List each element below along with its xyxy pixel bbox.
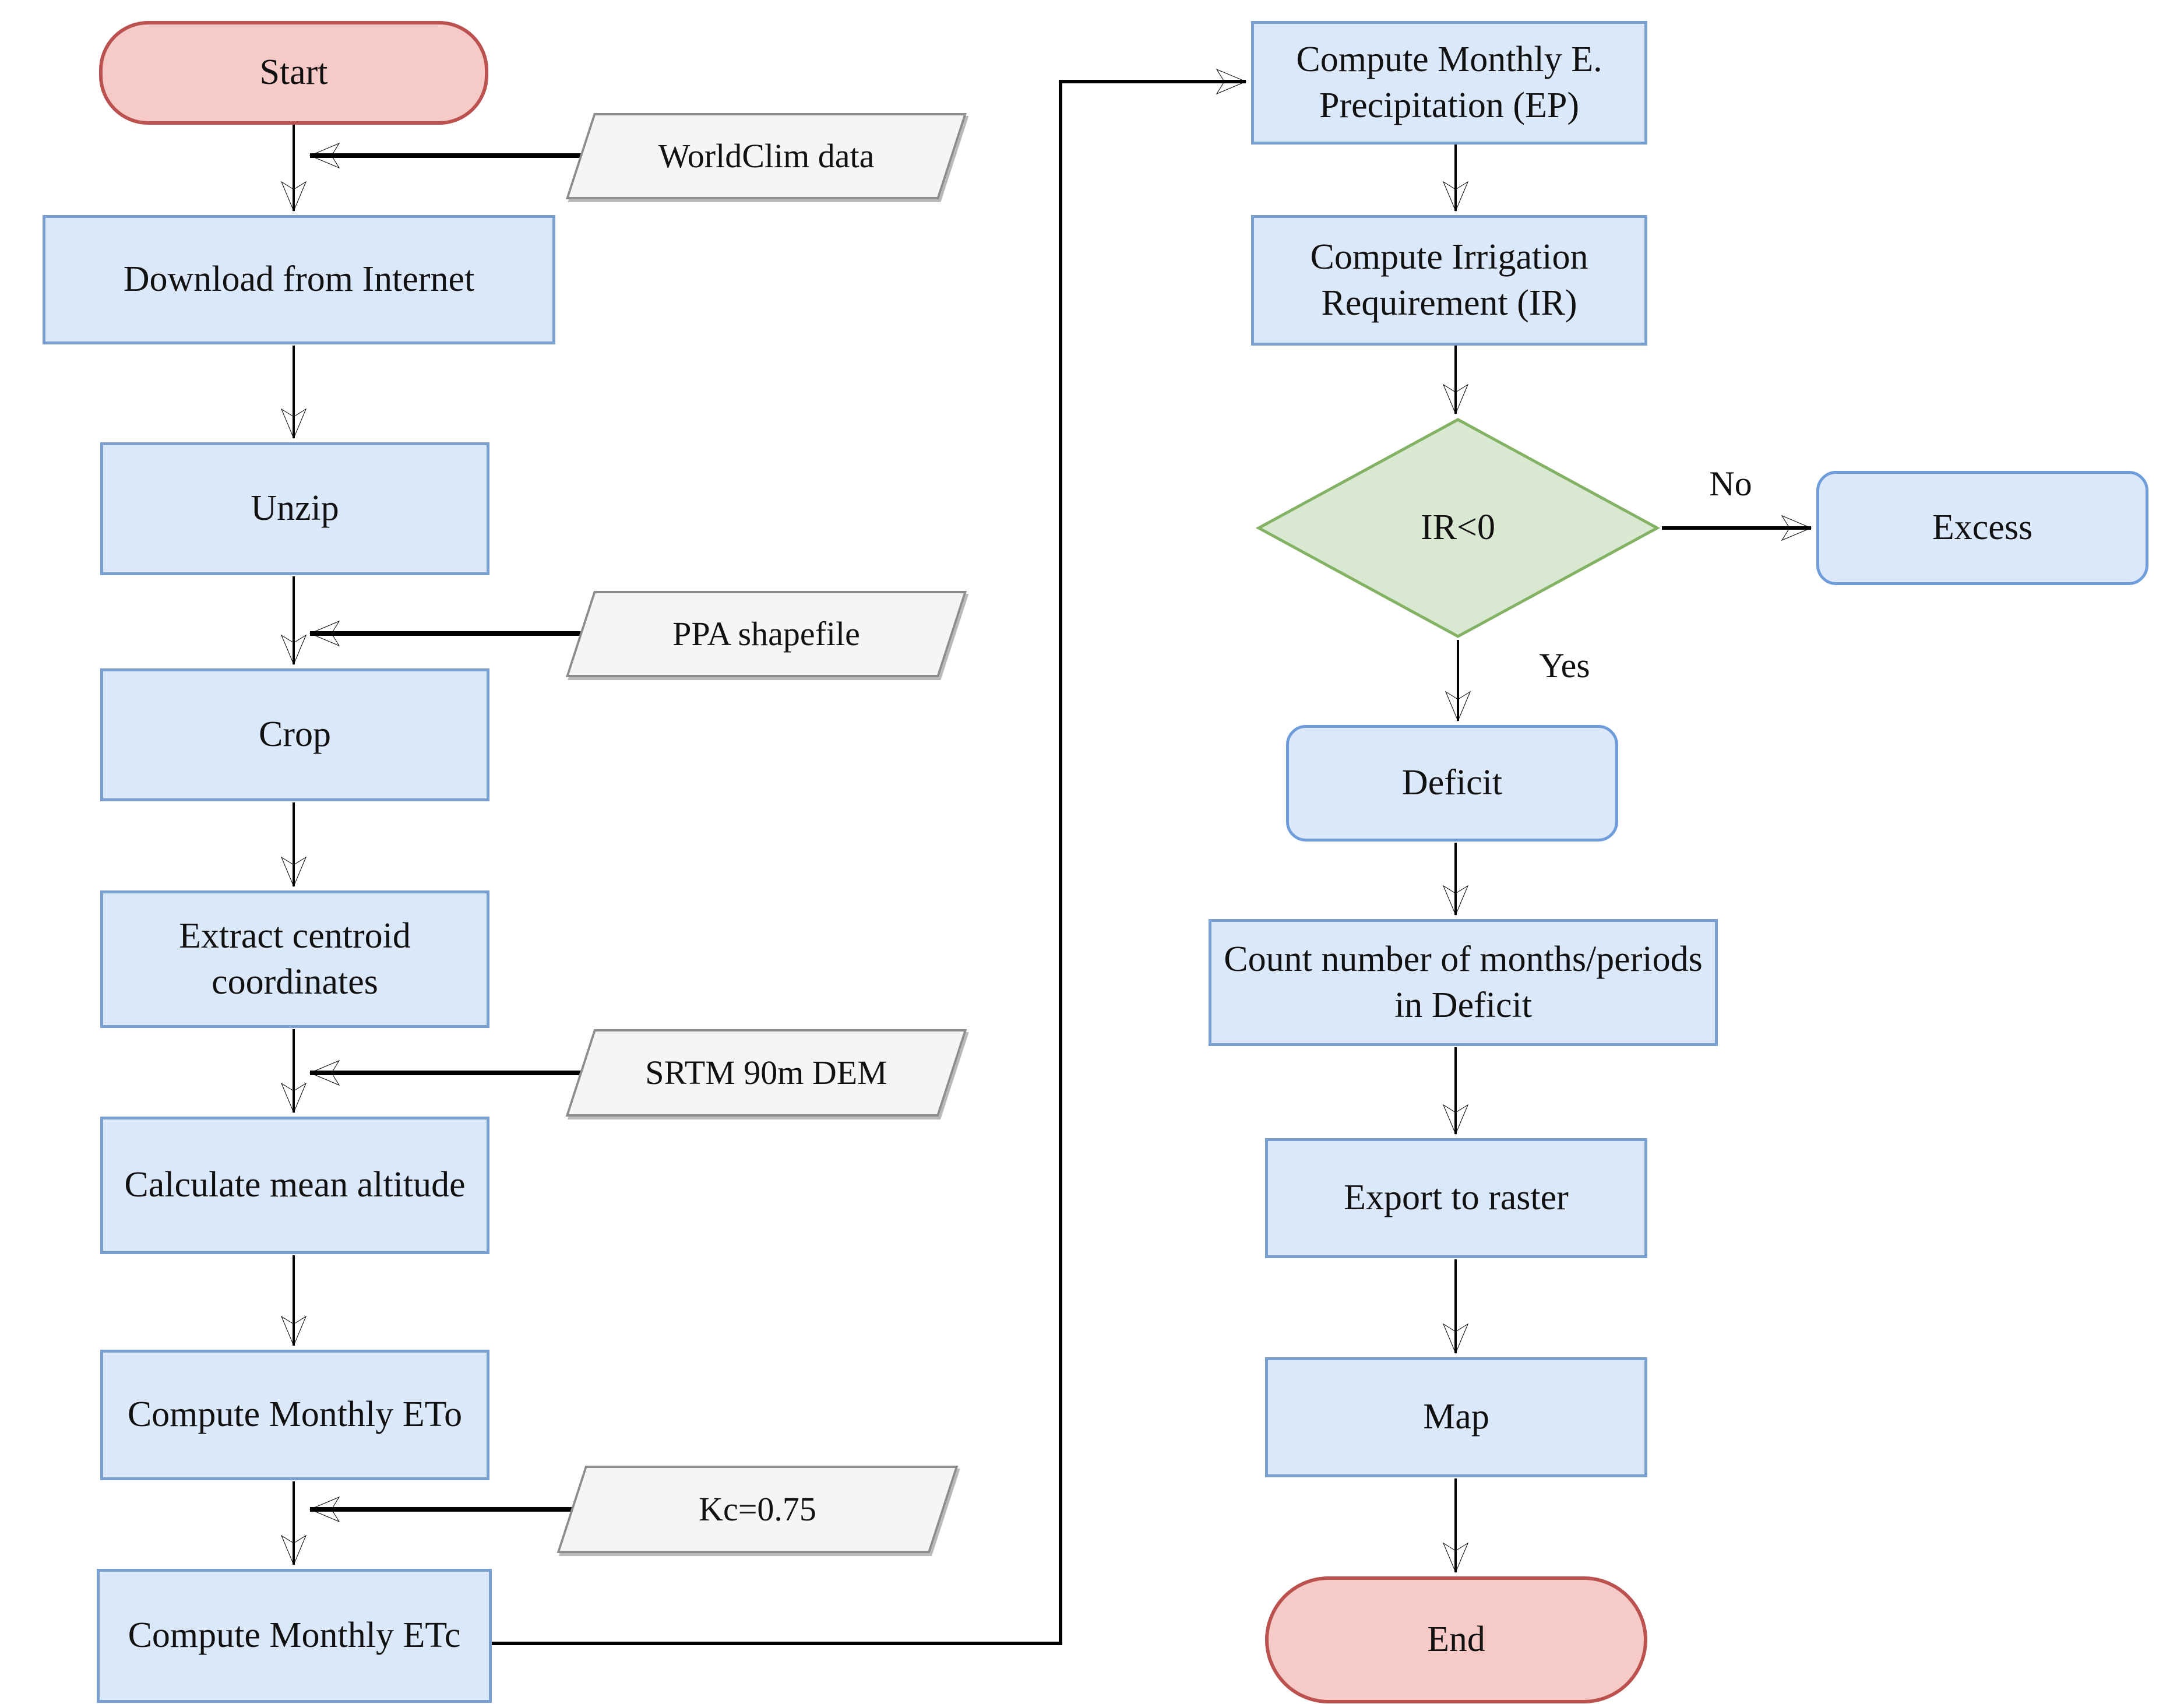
node-crop-label: Crop (259, 714, 331, 755)
node-etc: Compute Monthly ETc (97, 1569, 492, 1703)
node-export: Export to raster (1265, 1138, 1647, 1258)
node-altitude-label: Calculate mean altitude (124, 1165, 466, 1205)
node-eto-label: Compute Monthly ETo (127, 1395, 463, 1435)
node-export-label: Export to raster (1344, 1178, 1569, 1218)
node-etc-label: Compute Monthly ETc (128, 1615, 461, 1656)
node-ir-label: Compute Irrigation Requirement (IR) (1310, 237, 1588, 323)
node-altitude: Calculate mean altitude (100, 1117, 489, 1254)
node-start-label: Start (259, 52, 328, 93)
node-eto: Compute Monthly ETo (100, 1350, 489, 1480)
node-unzip-label: Unzip (251, 488, 339, 529)
node-worldclim-label: WorldClim data (658, 136, 875, 175)
node-crop: Crop (100, 668, 489, 801)
node-kc: Kc=0.75 (571, 1466, 944, 1553)
node-decision-label: IR<0 (1421, 508, 1495, 548)
edge-label-no: No (1709, 464, 1752, 503)
node-deficit: Deficit (1286, 725, 1618, 842)
node-kc-label: Kc=0.75 (699, 1490, 816, 1528)
node-ep: Compute Monthly E. Precipitation (EP) (1251, 21, 1647, 145)
edge-label-yes: Yes (1539, 646, 1590, 685)
node-unzip: Unzip (100, 442, 489, 575)
node-excess-label: Excess (1932, 508, 2033, 548)
node-end: End (1265, 1576, 1647, 1703)
decision-diamond-shape (1255, 418, 1661, 638)
node-ir: Compute Irrigation Requirement (IR) (1251, 215, 1647, 346)
node-excess: Excess (1816, 471, 2148, 585)
node-worldclim: WorldClim data (580, 113, 953, 199)
node-start: Start (99, 21, 488, 125)
node-deficit-label: Deficit (1401, 763, 1503, 803)
node-ppa-label: PPA shapefile (672, 614, 860, 653)
edge-etc-ep (492, 68, 1247, 1645)
node-count-label: Count number of months/periods in Defici… (1224, 939, 1703, 1025)
node-end-label: End (1427, 1619, 1485, 1660)
node-srtm-label: SRTM 90m DEM (645, 1053, 887, 1092)
node-map-label: Map (1423, 1397, 1489, 1437)
node-ppa: PPA shapefile (580, 591, 953, 677)
node-ep-label: Compute Monthly E. Precipitation (EP) (1296, 39, 1602, 125)
node-download: Download from Internet (43, 215, 555, 344)
node-count: Count number of months/periods in Defici… (1209, 919, 1718, 1046)
node-extract-label: Extract centroid coordinates (179, 916, 411, 1002)
node-srtm: SRTM 90m DEM (580, 1029, 953, 1117)
node-extract: Extract centroid coordinates (100, 890, 489, 1028)
node-decision: IR<0 (1255, 417, 1661, 639)
node-download-label: Download from Internet (123, 259, 475, 300)
node-map: Map (1265, 1357, 1647, 1477)
